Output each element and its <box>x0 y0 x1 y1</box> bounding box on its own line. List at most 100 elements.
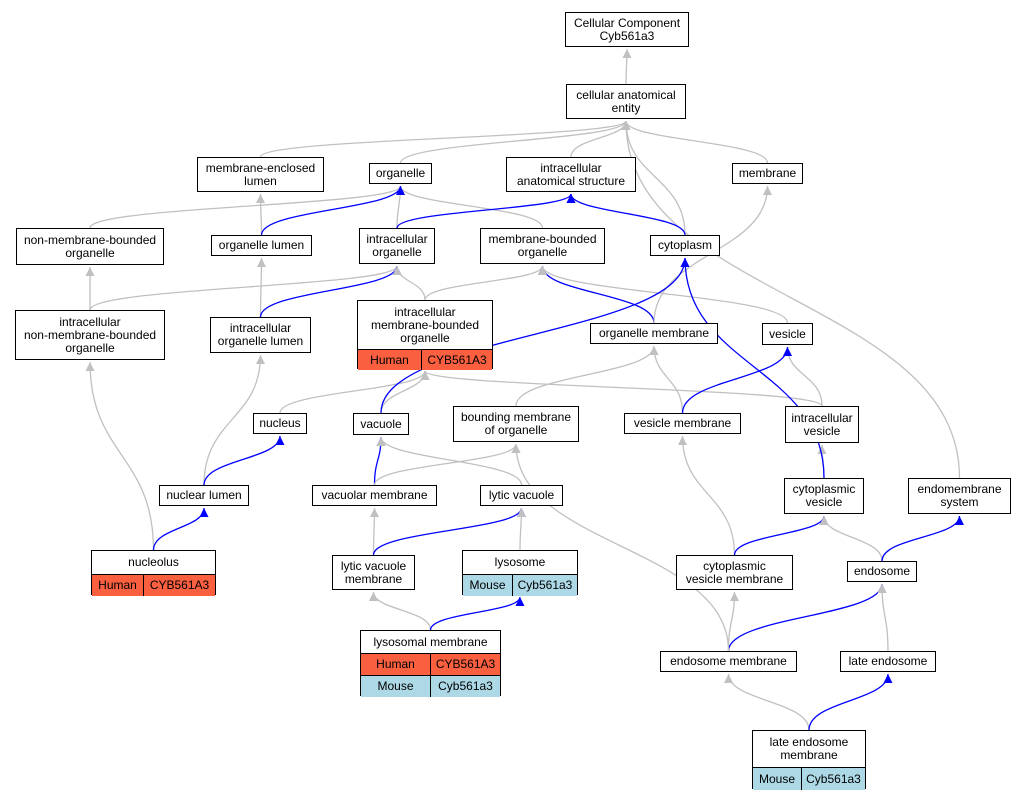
node-membrane-bounded-organelle[interactable]: membrane-bounded organelle <box>480 228 605 264</box>
node-late-endosome[interactable]: late endosome <box>840 651 936 672</box>
species-cell: Mouse <box>377 679 414 693</box>
species-cell: Human <box>98 578 137 592</box>
node-cytoplasmic-vesicle[interactable]: cytoplasmic vesicle <box>784 478 864 514</box>
annotation-row-mouse: Mouse Cyb561a3 <box>463 574 577 596</box>
gene-cell: CYB561A3 <box>421 350 492 370</box>
edge-org-to-cae <box>399 120 631 164</box>
edge-bmo-to-om <box>515 345 659 407</box>
node-intracellular-organelle[interactable]: intracellular organelle <box>359 228 435 264</box>
node-membrane-enclosed-lumen[interactable]: membrane-enclosed lumen <box>197 157 324 192</box>
gene-cell: Cyb561a3 <box>512 575 577 596</box>
edge-cyto-to-cae <box>621 120 686 236</box>
node-title: lysosomal membrane <box>373 634 488 649</box>
node-lytic-vacuole[interactable]: lytic vacuole <box>480 485 563 506</box>
node-cellular-anatomical-entity[interactable]: cellular anatomical entity <box>566 84 686 119</box>
edge-lvm-to-vacm <box>369 507 379 556</box>
node-endosome-membrane[interactable]: endosome membrane <box>660 651 797 672</box>
edge-cv-to-cyto <box>680 257 825 479</box>
annotation-row-human: Human CYB561A3 <box>358 349 492 370</box>
edge-vac-to-cyto <box>380 257 690 414</box>
node-non-membrane-bounded-organelle[interactable]: non-membrane-bounded organelle <box>16 228 164 265</box>
node-endomembrane-system[interactable]: endomembrane system <box>908 478 1011 514</box>
species-cell: Human <box>376 657 415 671</box>
node-organelle-lumen[interactable]: organelle lumen <box>211 235 312 256</box>
node-title: late endosome membrane <box>769 735 849 762</box>
edge-lv-to-vac <box>376 436 523 486</box>
node-organelle[interactable]: organelle <box>369 163 432 184</box>
node-late-endosome-membrane[interactable]: late endosome membrane Mouse Cyb561a3 <box>752 730 866 790</box>
edge-endom-to-endo <box>727 583 887 652</box>
edge-lysm-to-lvm <box>369 591 432 631</box>
node-endosome[interactable]: endosome <box>847 561 917 582</box>
node-intracellular-anatomical-structure[interactable]: intracellular anatomical structure <box>506 157 636 192</box>
node-cytoplasm[interactable]: cytoplasm <box>650 235 720 256</box>
node-intracellular-vesicle[interactable]: intracellular vesicle <box>785 406 859 443</box>
edge-lem-to-le <box>808 673 893 731</box>
edge-endo-to-ems <box>881 515 964 562</box>
node-nucleolus[interactable]: nucleolus Human CYB561A3 <box>91 550 216 596</box>
node-vesicle-membrane[interactable]: vesicle membrane <box>624 413 741 434</box>
node-organelle-membrane[interactable]: organelle membrane <box>590 323 718 344</box>
node-title: intracellular membrane-bounded organelle <box>370 304 480 345</box>
edge-iv-to-ves <box>783 346 823 407</box>
edge-orgl-to-mel <box>256 193 266 236</box>
species-cell: Mouse <box>758 771 796 786</box>
edge-om-to-mbo <box>538 265 655 324</box>
edge-ias-to-cae <box>570 120 631 158</box>
edge-nmbo-to-org <box>89 185 405 229</box>
annotation-row-mouse: Mouse Cyb561a3 <box>753 767 865 790</box>
edge-nucleolus-to-inmbo <box>85 361 155 551</box>
edge-iv-to-imbo <box>420 370 823 407</box>
node-lysosome[interactable]: lysosome Mouse Cyb561a3 <box>462 550 578 596</box>
node-vacuolar-membrane[interactable]: vacuolar membrane <box>312 485 437 506</box>
edge-mel-to-cae <box>259 120 631 158</box>
edge-iol-to-orgl <box>256 257 266 318</box>
edge-iol-to-io <box>259 265 402 318</box>
node-bounding-membrane-of-organelle[interactable]: bounding membrane of organelle <box>453 406 579 442</box>
species-cell: Human <box>370 352 409 367</box>
node-cellular-component-cyb561a3[interactable]: Cellular Component Cyb561a3 <box>565 12 689 47</box>
node-title: nucleolus <box>128 555 179 569</box>
gene-cell: Cyb561a3 <box>430 676 500 697</box>
node-intracellular-membrane-bounded-organelle[interactable]: intracellular membrane-bounded organelle… <box>357 300 493 370</box>
edge-endom-to-cvm <box>727 591 739 652</box>
node-title: lysosome <box>494 555 546 569</box>
edge-nl-to-iol <box>203 354 265 486</box>
edge-lvm-to-lv <box>372 507 526 556</box>
edge-endo-to-cv <box>819 515 883 562</box>
node-lysosomal-membrane[interactable]: lysosomal membrane Human CYB561A3 Mouse … <box>360 630 501 697</box>
node-intracellular-non-membrane-bounded-organelle[interactable]: intracellular non-membrane-bounded organ… <box>15 310 165 360</box>
edge-vm-to-ves <box>681 346 792 414</box>
edge-nucleolus-to-nl <box>152 507 209 551</box>
edge-vacm-to-bmo <box>373 443 521 486</box>
edge-nl-to-nuc <box>203 435 285 486</box>
gene-cell: CYB561A3 <box>143 575 215 596</box>
edge-cyto-to-ias <box>566 193 686 236</box>
annotation-row-mouse: Mouse Cyb561a3 <box>361 675 500 697</box>
edge-io-to-ias <box>396 193 576 229</box>
edge-cae-to-root <box>622 48 632 85</box>
node-cytoplasmic-vesicle-membrane[interactable]: cytoplasmic vesicle membrane <box>676 555 793 590</box>
edge-lyso-to-lv <box>516 507 526 551</box>
node-vesicle[interactable]: vesicle <box>762 323 813 345</box>
species-cell: Mouse <box>469 578 506 592</box>
node-lytic-vacuole-membrane[interactable]: lytic vacuole membrane <box>332 555 415 590</box>
edge-endom-to-bmo <box>511 443 730 652</box>
edge-orgl-to-org <box>260 185 405 236</box>
node-membrane[interactable]: membrane <box>732 163 803 184</box>
edge-mem-to-cae <box>621 120 769 164</box>
edge-ves-to-mbo <box>538 265 789 324</box>
node-nucleus[interactable]: nucleus <box>253 413 307 434</box>
node-vacuole[interactable]: vacuole <box>353 413 409 435</box>
edge-imbo-to-io <box>392 265 426 301</box>
edge-vm-to-om <box>649 345 684 414</box>
edge-cvm-to-cv <box>733 515 829 556</box>
edge-le-to-endo <box>877 583 889 652</box>
node-intracellular-organelle-lumen[interactable]: intracellular organelle lumen <box>210 317 311 353</box>
annotation-row-human: Human CYB561A3 <box>92 574 215 596</box>
annotation-row-human: Human CYB561A3 <box>361 653 500 675</box>
node-nuclear-lumen[interactable]: nuclear lumen <box>159 485 249 506</box>
edge-inmbo-to-io <box>89 265 402 311</box>
gene-cell: CYB561A3 <box>430 654 500 675</box>
